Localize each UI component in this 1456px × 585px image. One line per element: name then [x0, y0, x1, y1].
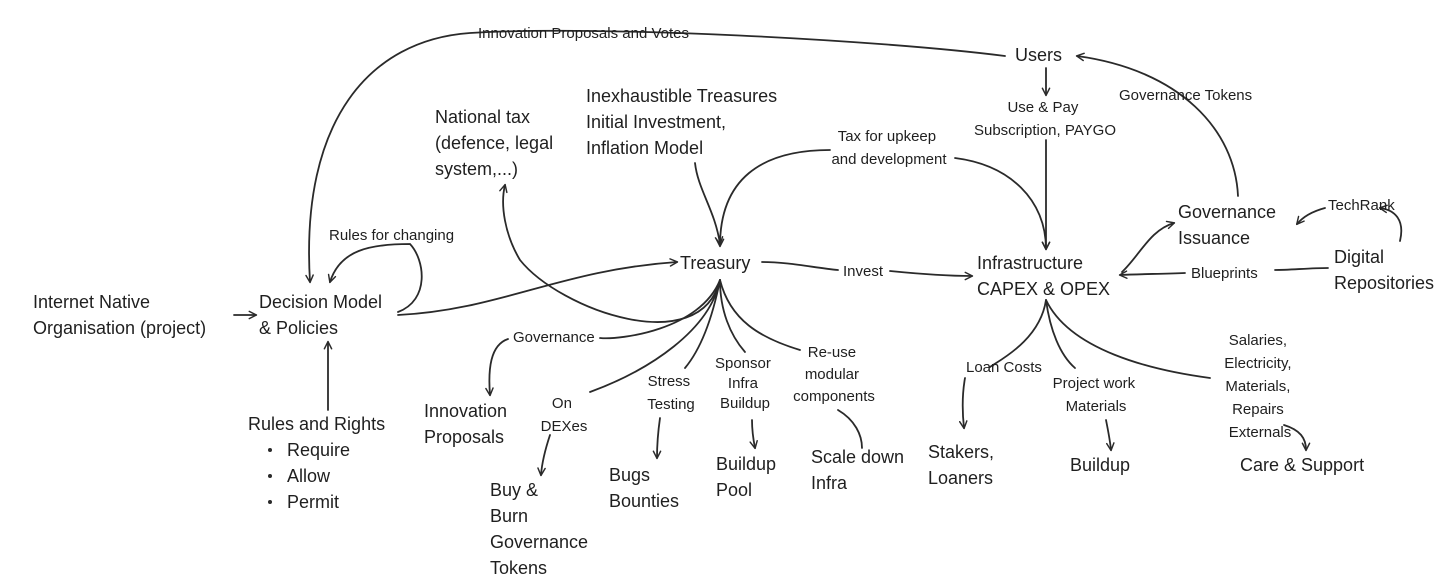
edge-infrastructure-to-project-work [1045, 299, 1076, 369]
label-tax-for-upkeep: Tax for upkeep and development [831, 128, 947, 168]
edge-treasury-to-sponsor [719, 279, 746, 353]
label-sponsor-infra-buildup: Sponsor Infra Buildup [715, 355, 775, 412]
label-loan-costs: Loan Costs [966, 359, 1042, 376]
label-project-work-materials: Project work Materials [1053, 375, 1140, 415]
rules-and-rights-item: Permit [287, 492, 339, 512]
label-on-dexes: On DEXes [541, 395, 588, 435]
edge-treasury-to-reuse [719, 279, 801, 351]
edge-rules-for-changing-loop [327, 243, 423, 313]
node-care-and-support: Care & Support [1240, 455, 1364, 475]
label-stress-testing: Stress Testing [647, 373, 695, 413]
nodes: Internet Native Organisation (project) D… [33, 45, 1434, 578]
node-decision-model: Decision Model & Policies [259, 292, 387, 338]
label-rules-for-changing: Rules for changing [329, 227, 454, 244]
node-rules-and-rights: Rules and Rights Require Allow Permit [248, 414, 385, 512]
node-infrastructure: Infrastructure CAPEX & OPEX [977, 253, 1110, 299]
node-buildup: Buildup [1070, 455, 1130, 475]
node-buildup-pool: Buildup Pool [716, 454, 781, 500]
edge-reuse-to-scale-down [837, 409, 863, 449]
edge-governance-tokens-to-users [1075, 52, 1239, 197]
edge-infrastructure-to-salaries [1045, 299, 1211, 379]
edge-stress-to-bugs [652, 417, 662, 460]
node-buy-and-burn: Buy & Burn Governance Tokens [490, 480, 593, 578]
edge-inexhaustible-to-treasury [694, 162, 724, 246]
label-governance-tokens: Governance Tokens [1119, 87, 1252, 104]
rules-and-rights-title: Rules and Rights [248, 414, 385, 434]
label-innovation-proposals-and-votes: Innovation Proposals and Votes [478, 25, 689, 42]
bullet [268, 474, 272, 478]
node-scale-down-infra: Scale down Infra [811, 447, 909, 493]
edge-sponsor-to-buildup-pool [749, 419, 758, 450]
edge-on-dexes-to-buy-burn [537, 434, 551, 477]
edge-infrastructure-to-stakers [963, 299, 1047, 428]
edge-labels: Innovation Proposals and Votes Use & Pay… [329, 25, 1395, 441]
edge-techrank-to-governance [1378, 204, 1403, 242]
edge-treasury-to-buy-burn [589, 279, 721, 393]
rules-and-rights-item: Allow [287, 466, 331, 486]
edge-project-work-to-buildup [1105, 419, 1115, 452]
rules-and-rights-item: Require [287, 440, 350, 460]
edge-treasury-to-infrastructure [761, 261, 839, 271]
edge-tax-to-treasury [715, 149, 831, 248]
node-innovation-proposals: Innovation Proposals [424, 401, 512, 447]
edge-techrank-arrow [1295, 207, 1326, 226]
label-invest: Invest [843, 263, 884, 280]
edge-tax-to-infrastructure [954, 157, 1051, 251]
node-digital-repositories: Digital Repositories [1334, 247, 1434, 293]
edge-blueprints-left [1118, 270, 1186, 279]
bullet [268, 448, 272, 452]
node-stakers-loaners: Stakers, Loaners [928, 442, 999, 488]
label-reuse-modular-components: Re-use modular components [793, 344, 875, 405]
node-national-tax: National tax (defence, legal system,...) [435, 107, 558, 179]
edge-treasury-to-innovation [489, 279, 721, 395]
label-blueprints: Blueprints [1191, 265, 1258, 282]
bullet [268, 500, 272, 504]
edge-repositories-blueprints [1274, 267, 1329, 271]
edge-treasury-to-stress [684, 279, 721, 369]
node-bugs-bounties: Bugs Bounties [609, 465, 679, 511]
node-internet-native-organisation: Internet Native Organisation (project) [33, 292, 206, 338]
edge-decision-model-to-treasury [397, 258, 679, 316]
label-governance: Governance [513, 329, 595, 346]
edge-users-to-decision-model [305, 29, 1006, 284]
edge-blueprints-to-governance-issuance [1121, 220, 1176, 273]
label-salaries-electricity: Salaries, Electricity, Materials, Repair… [1224, 332, 1295, 441]
edges [233, 29, 1403, 477]
node-inexhaustible-treasures: Inexhaustible Treasures Initial Investme… [586, 86, 782, 158]
label-techrank: TechRank [1328, 197, 1395, 214]
edge-invest-to-infrastructure [889, 270, 974, 281]
node-governance-issuance: Governance Issuance [1178, 202, 1281, 248]
edge-treasury-to-national-tax [499, 183, 721, 323]
edge-salaries-to-care [1283, 424, 1311, 452]
label-use-and-pay: Use & Pay Subscription, PAYGO [974, 99, 1116, 139]
node-users: Users [1015, 45, 1062, 65]
node-treasury: Treasury [680, 253, 750, 273]
